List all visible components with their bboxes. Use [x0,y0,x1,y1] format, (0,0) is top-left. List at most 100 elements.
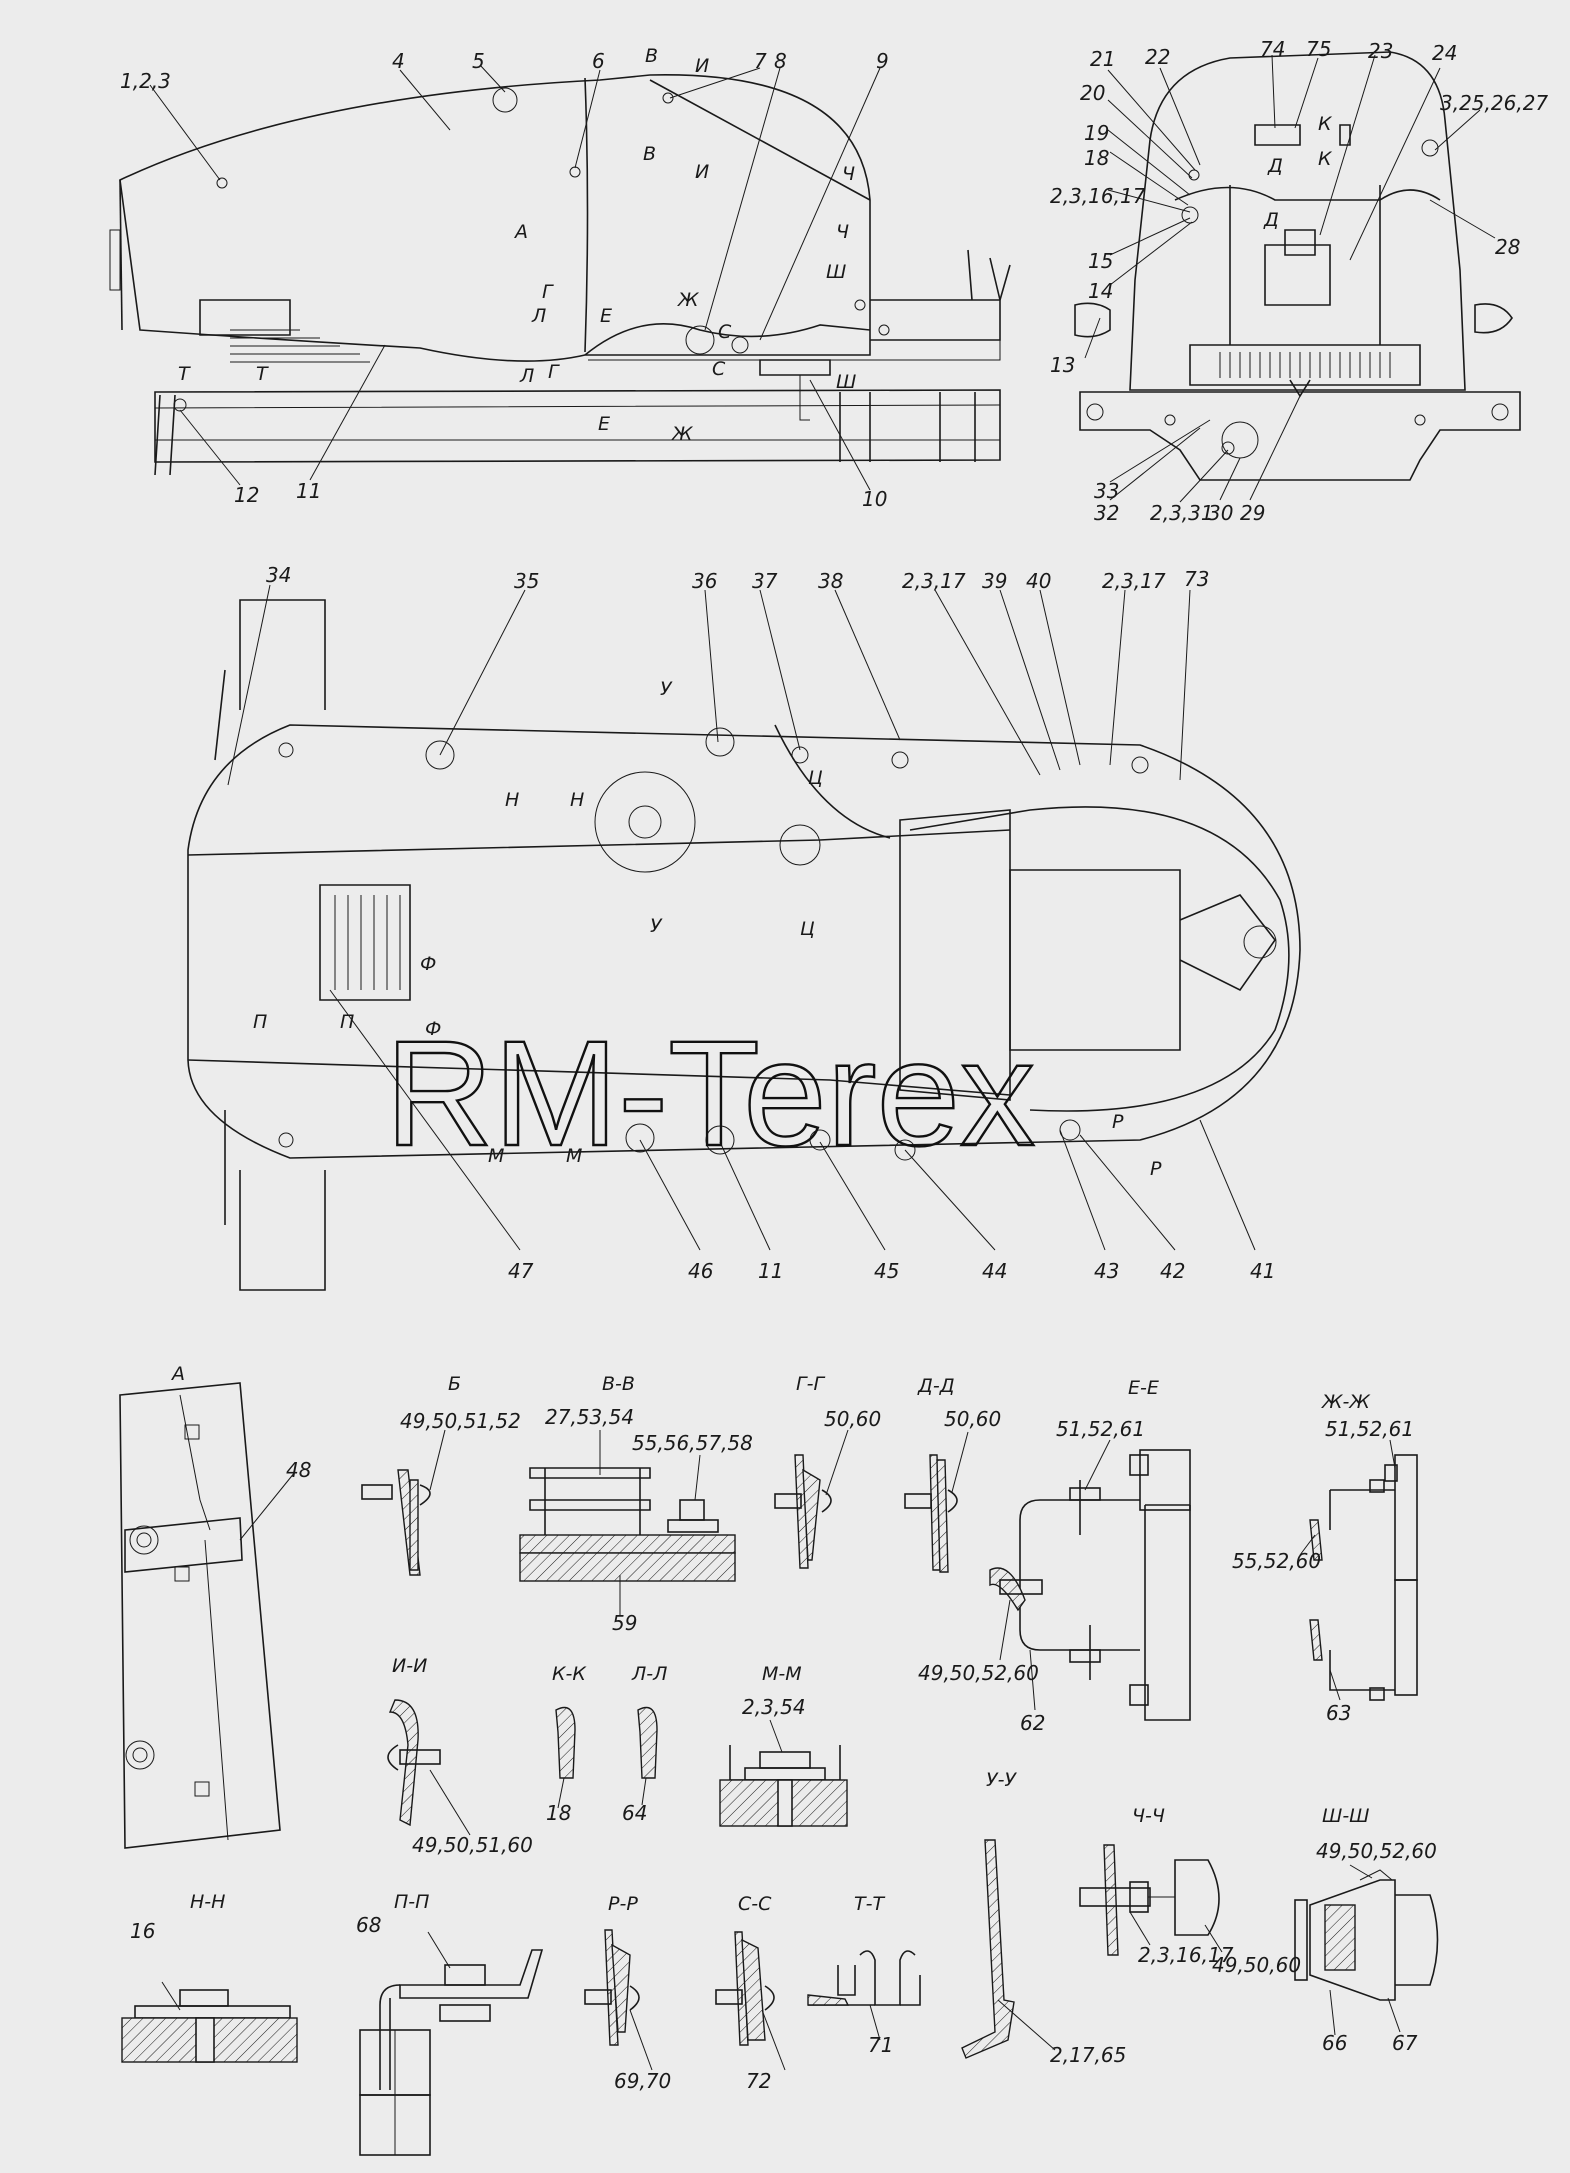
top-labels-upper: 34 35 36 37 38 2,3,17 39 40 2,3,17 73 [266,563,1209,593]
detail-tt [807,1950,921,2041]
section-title: У-У [986,1769,1017,1791]
callout-label: 59 [612,1611,637,1635]
side-labels: 1,2,3 4 5 6 7 8 9 10 11 12 [120,49,889,511]
section-mark: Д [1263,209,1279,231]
section-mark: А [513,221,528,243]
section-mark: М [566,1145,582,1167]
section-mark: Т [178,363,191,385]
callout-label: 62 [1020,1711,1045,1735]
section-mark: Р [1150,1158,1162,1180]
section-mark: Л [519,365,534,387]
section-title: Ч-Ч [1132,1805,1165,1827]
section-title: Г-Г [796,1373,825,1395]
callout-label: 28 [1495,235,1520,259]
callout-label: 74 [1260,37,1285,61]
section-mark: Ф [420,953,436,975]
front-leaders [1084,54,1496,503]
section-title: И-И [392,1655,427,1677]
callout-label: 2,3,16,17 [1050,184,1146,208]
callout-label: 55,52,60 [1232,1549,1321,1573]
callout-label: 49,50,51,60 [412,1833,533,1857]
callout-label: 2,3,31 [1150,501,1214,525]
section-title: Р-Р [608,1893,638,1915]
callout-label: 46 [688,1259,713,1283]
callout-label: 2,17,65 [1050,2043,1126,2067]
callout-label: 49,50,52,60 [1316,1839,1437,1863]
section-title: Л-Л [631,1663,667,1685]
callout-label: 38 [818,569,843,593]
side-leaders [149,64,881,491]
callout-label: 33 [1094,479,1119,503]
callout-label: 2,3,16,17 [1138,1943,1234,1967]
callout-label: 21 [1090,47,1115,71]
callout-label: 11 [758,1259,783,1283]
section-mark: Н [505,789,519,811]
callout-label: 66 [1322,2031,1347,2055]
top-leaders [227,584,1256,1251]
detail-vv [519,1430,736,1615]
section-mark: Н [570,789,584,811]
callout-label: 47 [508,1259,534,1283]
section-mark: Ж [677,289,700,311]
callout-label: 2,3,17 [1102,569,1166,593]
section-title: П-П [394,1891,429,1913]
callout-label: 36 [692,569,717,593]
callout-label: 2,3,17 [902,569,966,593]
detail-uu [961,1839,1056,2059]
section-title: Е-Е [1128,1377,1159,1399]
callout-label: 29 [1240,501,1265,525]
callout-label: 14 [1088,279,1113,303]
front-view [1074,51,1521,481]
top-section-marks: У Н Н Ц У Ц Ф Ф П П М М Р Р [253,678,1162,1180]
section-title: С-С [738,1893,772,1915]
section-title: М-М [762,1663,802,1685]
section-mark: П [340,1011,354,1033]
callout-label: 40 [1026,569,1051,593]
callout-label: 13 [1050,353,1075,377]
callout-label: 50,60 [944,1407,1001,1431]
front-labels: 21 22 74 75 23 24 3,25,26,27 20 19 18 2,… [1050,37,1548,525]
section-mark: Ц [800,918,815,940]
section-title: Д-Д [917,1375,955,1397]
detail-ee [989,1439,1191,1721]
section-mark: Ж [671,423,694,445]
detail-mm [719,1719,848,1827]
grille-front [1219,352,1391,378]
callout-label: 73 [1184,567,1209,591]
callout-label: 49,50,60 [1212,1953,1301,1977]
section-mark: В [645,45,658,67]
section-mark: Ц [808,767,823,789]
section-mark: Ч [836,221,849,243]
section-mark: С [712,358,726,380]
front-section-marks: К К Д Д [1263,113,1333,231]
callout-label: 39 [982,569,1007,593]
callout-label: 51,52,61 [1325,1417,1414,1441]
callout-label: 15 [1088,249,1113,273]
callout-label: 67 [1392,2031,1418,2055]
section-title: К-К [552,1663,587,1685]
detail-chch [1079,1844,1223,1956]
callout-label: 11 [296,479,321,503]
section-title: Ш-Ш [1322,1805,1370,1827]
section-mark: Р [1112,1111,1124,1133]
detail-kk [555,1706,576,1809]
detail-a [119,1382,296,1849]
section-title: Н-Н [190,1891,225,1913]
callout-label: 49,50,51,52 [400,1409,521,1433]
callout-label: 32 [1094,501,1119,525]
callout-label: 68 [356,1913,381,1937]
section-mark: В [643,143,656,165]
callout-label: 75 [1306,37,1331,61]
callout-label: 27,53,54 [545,1405,634,1429]
callout-label: 24 [1432,41,1457,65]
detail-pp [359,1931,544,2156]
callout-label: 71 [868,2033,893,2057]
section-mark: Ш [826,261,846,283]
callout-label: 69,70 [614,2069,671,2093]
section-mark: С [718,321,732,343]
section-title: Б [448,1373,461,1395]
callout-label: 42 [1160,1259,1185,1283]
section-mark: К [1318,148,1333,170]
callout-label: 37 [752,569,778,593]
